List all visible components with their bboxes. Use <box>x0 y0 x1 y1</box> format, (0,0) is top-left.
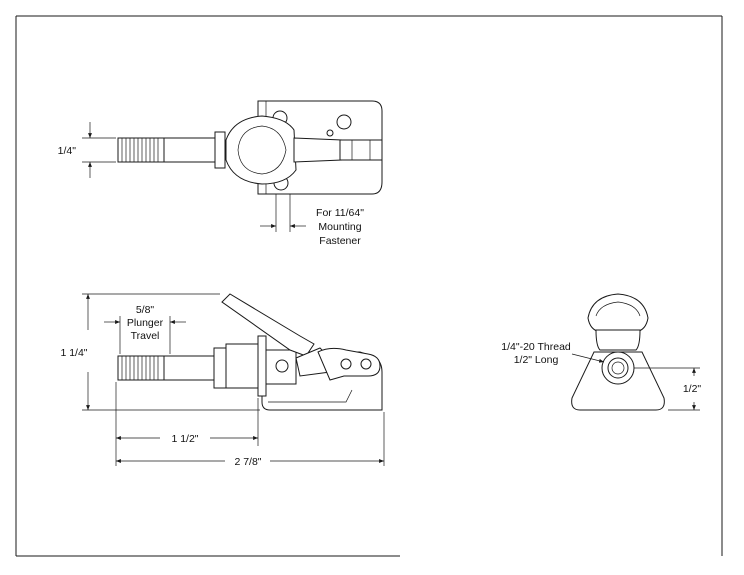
end-neck <box>595 329 641 351</box>
end-view: 1/4"-20 Thread 1/2" Long 1/2" <box>501 293 702 411</box>
fastener-label-line3: Fastener <box>319 235 361 247</box>
side-handle <box>221 293 315 357</box>
plunger-label-line1: 5/8" <box>136 304 155 316</box>
dim-overall-length: 2 7/8" <box>234 456 261 468</box>
side-stud-thread-lines <box>121 356 159 380</box>
mounting-hole-top-right <box>336 114 352 130</box>
top-plunger-shaft <box>163 137 220 163</box>
top-stud-thread <box>117 137 165 163</box>
dim-stud-length: 1 1/2" <box>171 433 198 445</box>
top-bushing <box>214 131 226 169</box>
side-bushing <box>213 347 227 389</box>
fastener-label-line2: Mounting <box>318 221 361 233</box>
side-plunger-shaft <box>163 355 217 381</box>
drawing-border <box>15 15 723 557</box>
end-thread-hole <box>607 357 629 379</box>
dim-overall-height: 1 1/4" <box>60 347 87 359</box>
side-pivot-hole <box>275 359 289 373</box>
end-handle-knob <box>587 293 649 333</box>
thread-label-line1: 1/4"-20 Thread <box>501 341 571 353</box>
side-stud-thread <box>117 355 165 381</box>
top-view: 1/4" For 11/64" Mounting Fastener <box>58 100 383 247</box>
side-head-block <box>225 343 263 389</box>
top-pivot-cap <box>326 129 334 137</box>
end-thread-inner <box>611 361 625 375</box>
top-pivot-pin <box>339 139 383 161</box>
side-mount-flange <box>257 335 267 397</box>
top-stud-thread-lines <box>121 138 159 162</box>
plunger-label-line2: Plunger <box>127 317 164 329</box>
top-link-arm <box>293 137 343 163</box>
side-arm-hole-right <box>360 358 372 370</box>
side-view: 1 1/4" 5/8" Plunger Travel 1 1/2" 2 7/8" <box>60 293 385 468</box>
thread-label-line2: 1/2" Long <box>514 354 559 366</box>
fastener-label-line1: For 11/64" <box>316 207 364 219</box>
side-arm-hole-left <box>340 358 352 370</box>
plunger-label-line3: Travel <box>131 330 160 342</box>
dim-top-stud-diameter: 1/4" <box>58 145 77 157</box>
dim-end-height: 1/2" <box>683 383 702 395</box>
